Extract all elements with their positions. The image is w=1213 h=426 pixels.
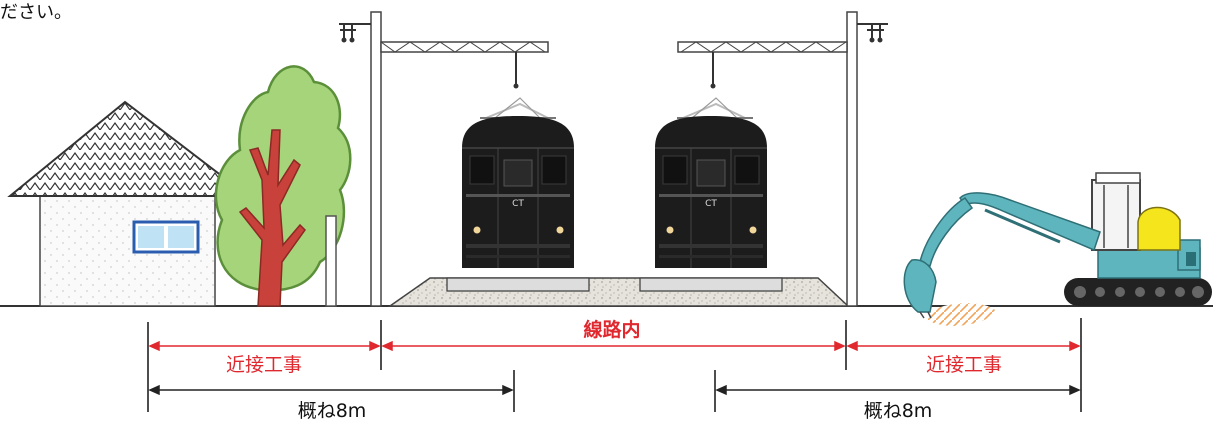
red-dimension-lines: [148, 340, 1081, 352]
label-near-work-right: 近接工事: [926, 354, 1002, 376]
excavator: [903, 172, 1212, 326]
excavator-bucket: [903, 259, 937, 313]
small-post: [325, 215, 337, 307]
house: [7, 100, 251, 307]
train-right-logo: CT: [705, 199, 717, 209]
train-left: CT: [462, 97, 574, 268]
label-in-track: 線路内: [583, 318, 640, 341]
black-dimension-lines: [148, 384, 1081, 396]
train-right: CT: [655, 97, 767, 268]
excavator-boom: [959, 192, 1101, 252]
excavator-arm: [919, 196, 974, 268]
track-slab-left: [446, 277, 590, 292]
tree-trunk: [238, 129, 306, 307]
dimension-ticks: [147, 318, 1082, 412]
excavator-hood: [1137, 206, 1181, 251]
label-distance-left: 概ね8m: [298, 400, 367, 422]
tree: [214, 65, 352, 307]
track-slab-right: [639, 277, 783, 292]
dig-area: [925, 303, 995, 326]
train-left-logo: CT: [512, 199, 524, 209]
house-roof: [7, 100, 251, 197]
catenary-pole-left: [339, 11, 549, 307]
label-near-work-left: 近接工事: [226, 354, 302, 376]
catenary-pole-right: [677, 11, 888, 307]
header-fragment: ださい。: [0, 2, 72, 23]
label-distance-right: 概ね8m: [864, 400, 933, 422]
